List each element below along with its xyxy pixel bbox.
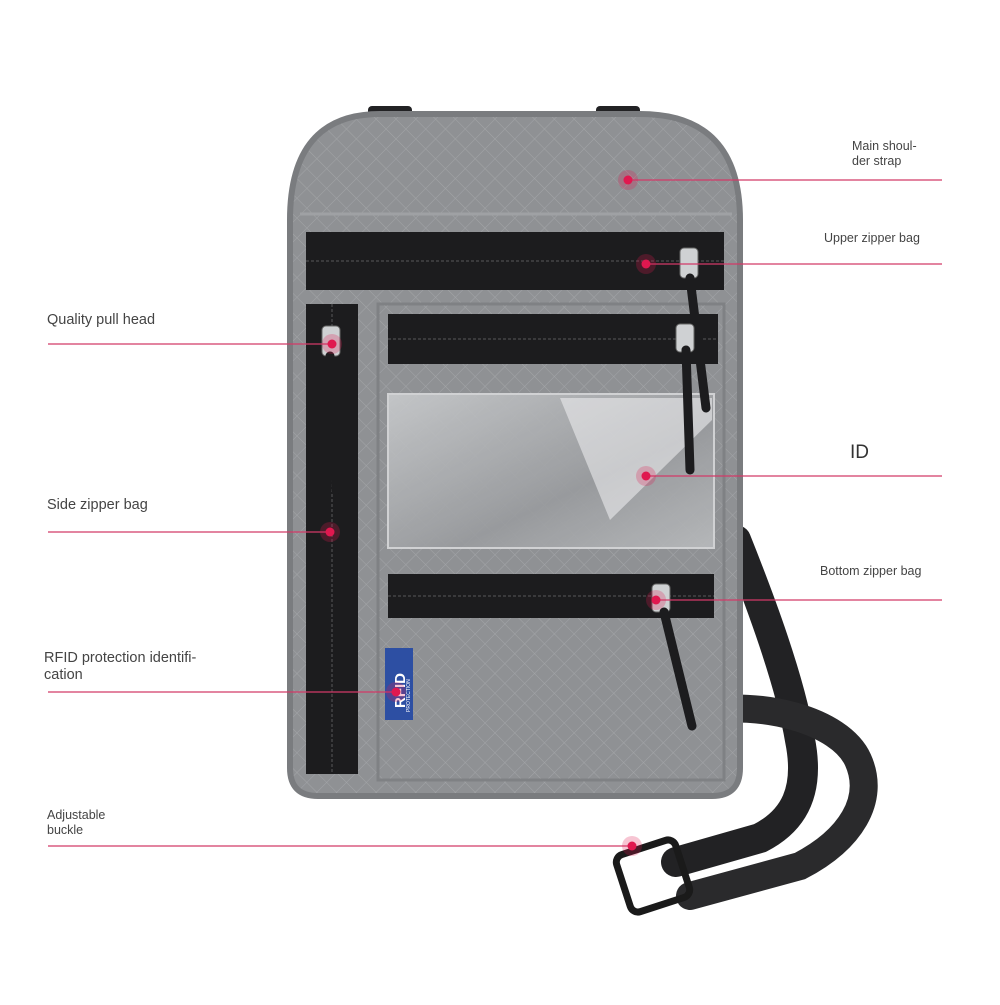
label-main-shoulder-strap: Main shoul- der strap — [852, 139, 952, 169]
callout-dot-upper-zipper — [636, 254, 656, 274]
label-main-shoulder-strap-line2: der strap — [852, 153, 902, 168]
rfid-tag: RFID PROTECTION — [385, 648, 413, 720]
label-upper-zipper-bag: Upper zipper bag — [824, 231, 920, 245]
label-adjustable-buckle: Adjustable buckle — [47, 808, 167, 838]
label-adjustable-buckle-line2: buckle — [47, 822, 84, 837]
callout-dots — [320, 170, 666, 856]
label-rfid-protection-line1: RFID protection identifi- — [44, 650, 197, 666]
zipper-pulls — [321, 247, 711, 731]
callout-dot-bottom-zipper — [646, 590, 666, 610]
callout-dot-main-strap — [618, 170, 638, 190]
callout-dot-side-zipper — [320, 522, 340, 542]
adjustable-buckle — [612, 836, 694, 916]
label-rfid-protection: RFID protection identifi- cation — [44, 650, 244, 684]
label-rfid-protection-line2: cation — [44, 667, 83, 684]
label-main-shoulder-strap-line1: Main shoul- — [852, 139, 917, 153]
id-window — [387, 393, 715, 549]
crossbody-strap — [661, 525, 878, 910]
label-quality-pull-head: Quality pull head — [47, 312, 156, 328]
callout-dot-rfid — [386, 682, 406, 702]
rfid-tag-subtext: PROTECTION — [406, 679, 412, 712]
rfid-tag-text: RFID — [392, 673, 409, 708]
label-bottom-zipper-bag: Bottom zipper bag — [820, 564, 922, 578]
callout-lines — [48, 179, 942, 847]
upper-zipper — [306, 232, 724, 290]
label-id: ID — [850, 442, 869, 463]
label-adjustable-buckle-line1: Adjustable — [47, 808, 106, 822]
callout-dot-pull-head — [322, 334, 342, 354]
callout-dot-buckle — [622, 836, 642, 856]
callout-dot-id — [636, 466, 656, 486]
label-side-zipper-bag: Side zipper bag — [47, 497, 148, 513]
